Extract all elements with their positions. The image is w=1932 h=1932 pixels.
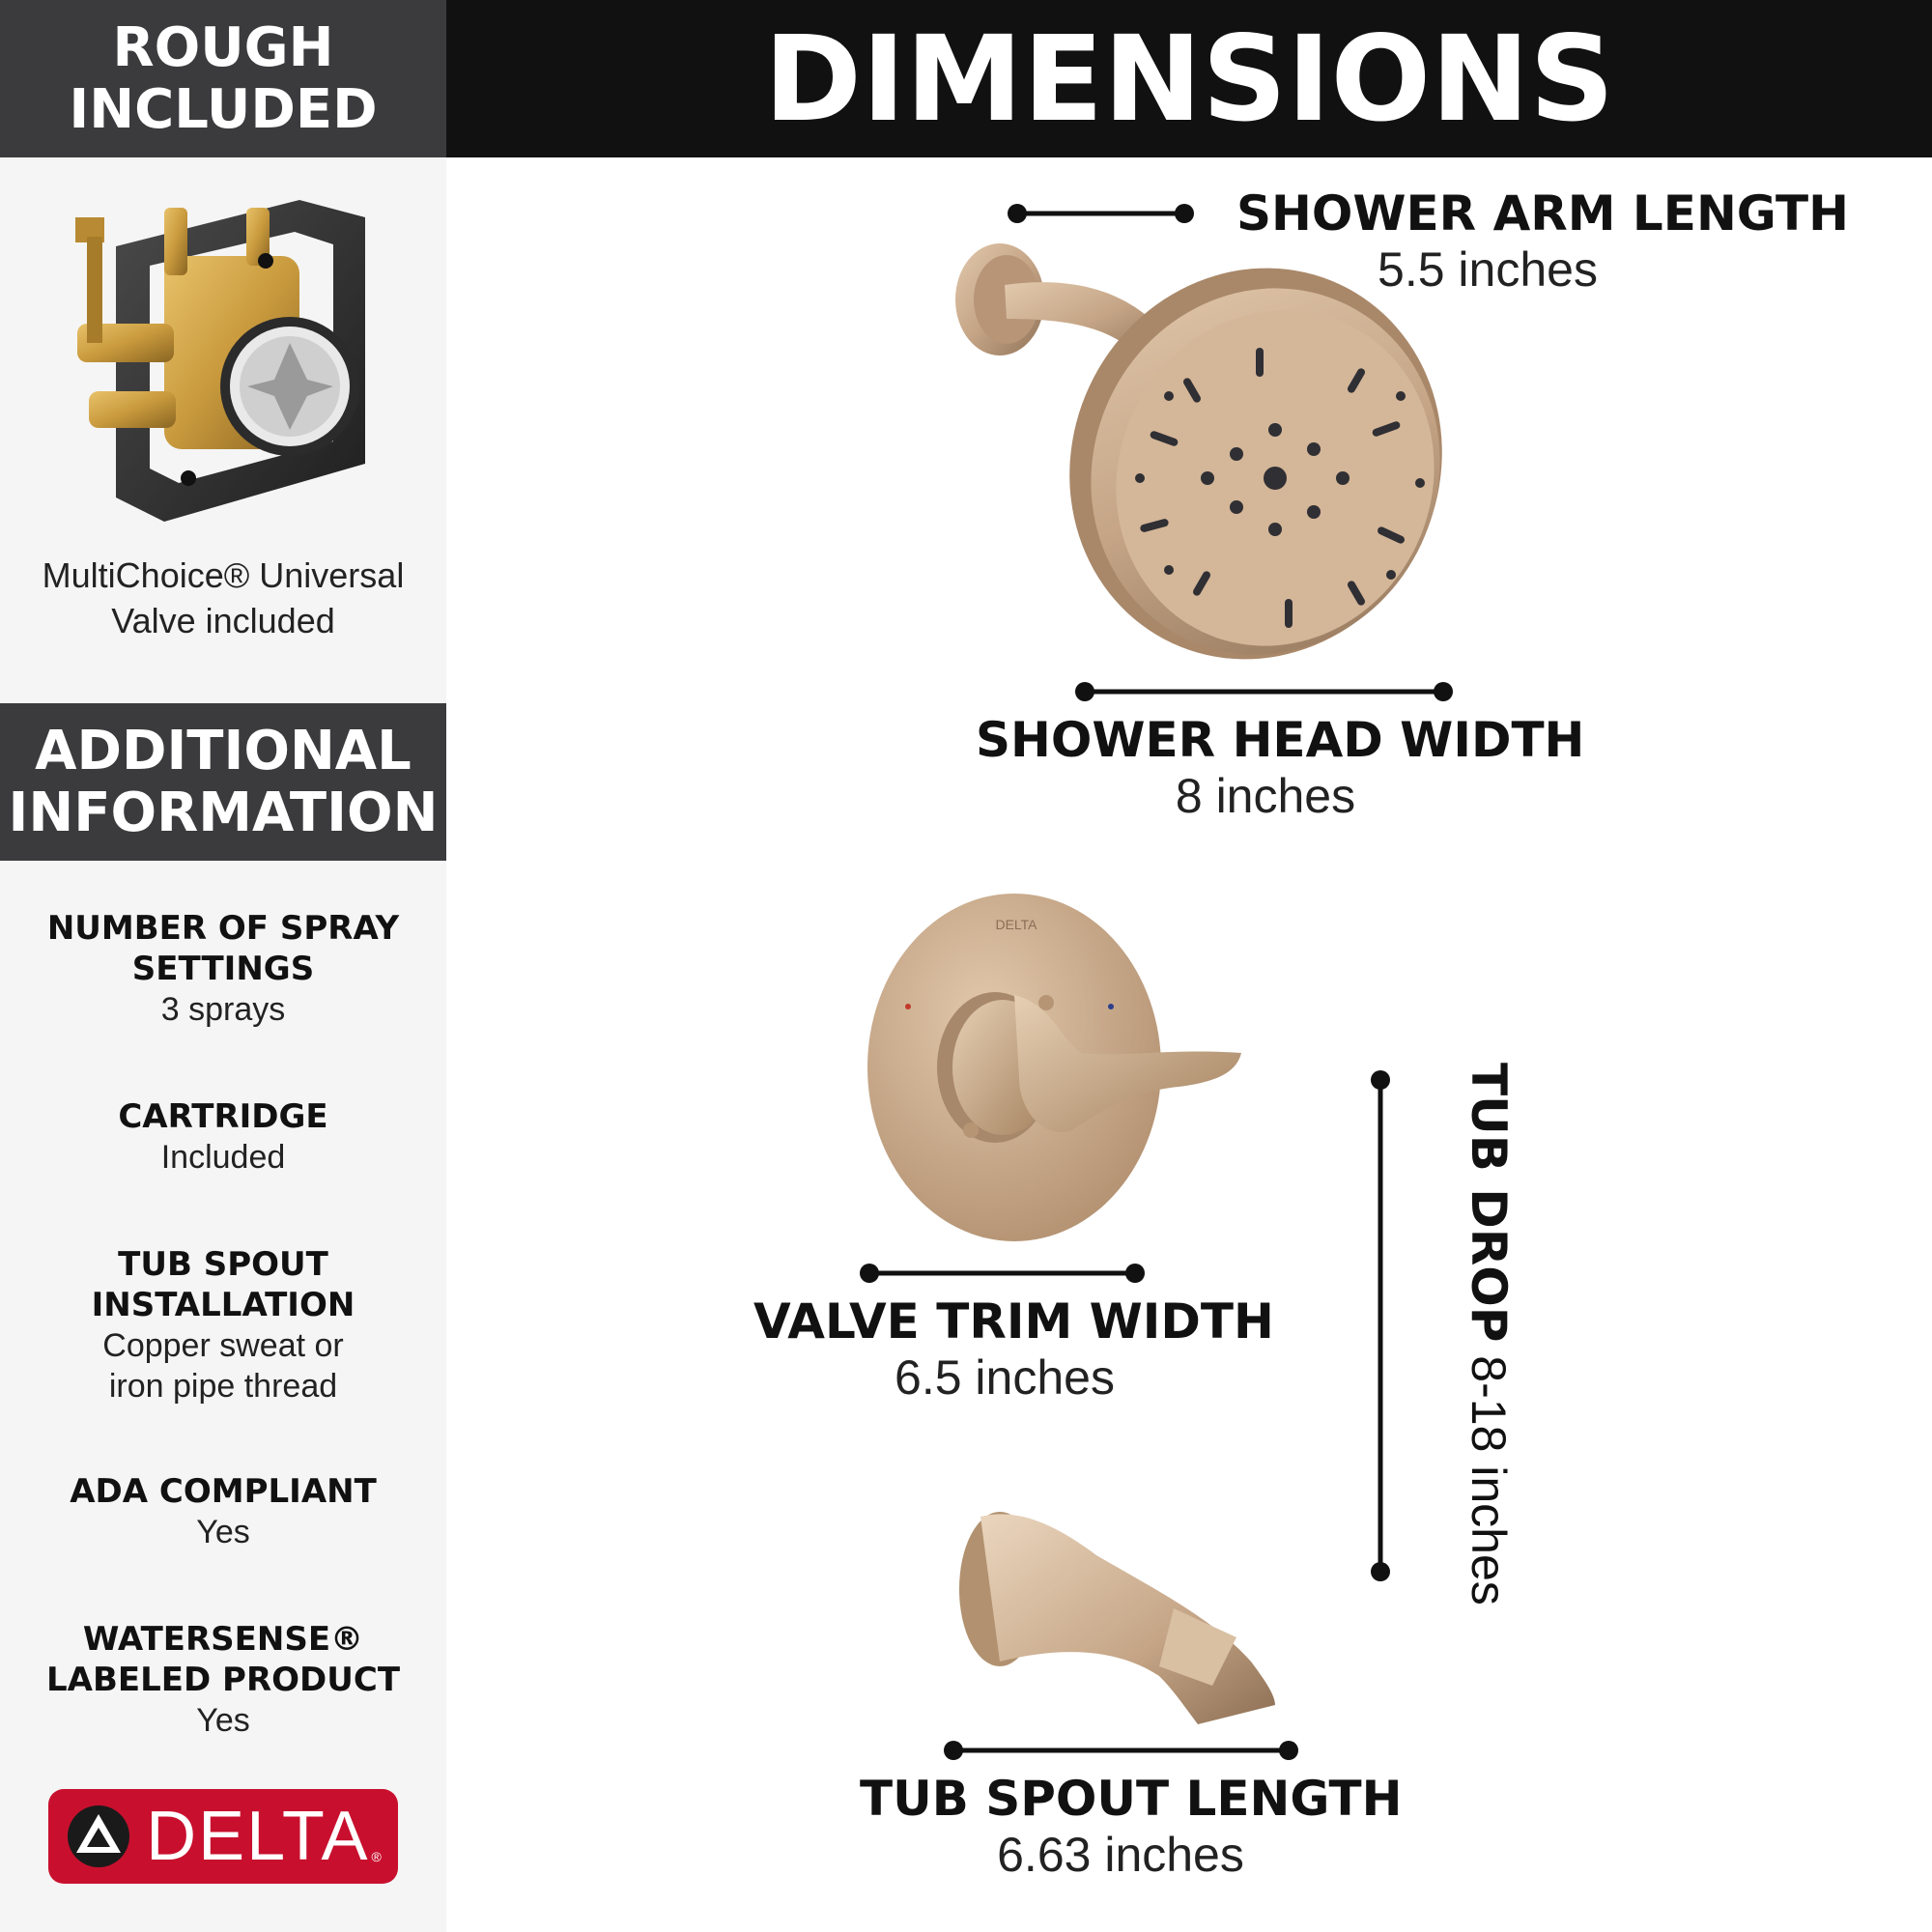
info-label: TUB SPOUT [118,1245,328,1284]
rough-valve-caption: MultiChoice® Universal Valve included [0,553,446,643]
tub-drop-dimension: TUB DROP 8-18 inches [1449,1063,1517,1623]
valve-trim-dimension: VALVE TRIM WIDTH 6.5 inches [753,1293,1274,1406]
shower-head-dimension: SHOWER HEAD WIDTH 8 inches [976,712,1585,824]
info-label: SETTINGS [131,950,315,988]
info-item-cartridge: CARTRIDGE Included [0,1096,446,1178]
additional-title-line2: INFORMATION [8,781,439,844]
delta-triangle-icon [68,1805,130,1867]
rough-included-header: ROUGH INCLUDED [0,0,446,157]
info-item-spray-settings: NUMBER OF SPRAY SETTINGS 3 sprays [0,908,446,1030]
delta-logo-text: DELTA [146,1798,370,1875]
info-label: WATERSENSE® [82,1620,364,1659]
shower-head-value: 8 inches [1175,769,1356,823]
info-label: ADA COMPLIANT [70,1472,377,1511]
info-label: NUMBER OF SPRAY [46,909,400,948]
dimensions-title: DIMENSIONS [446,0,1932,157]
shower-head-label: SHOWER HEAD WIDTH [976,712,1585,768]
rough-caption-line2: Valve included [111,601,335,640]
info-label: CARTRIDGE [118,1097,328,1136]
shower-arm-dimension: SHOWER ARM LENGTH 5.5 inches [1236,185,1849,298]
info-label: INSTALLATION [91,1286,355,1324]
rough-caption-line1: MultiChoice® Universal [42,555,405,595]
info-value: Yes [196,1514,250,1550]
info-value: Included [160,1139,286,1176]
tub-spout-label: TUB SPOUT LENGTH [860,1771,1403,1827]
trim-brand-text: DELTA [995,917,1037,932]
shower-head-image [955,243,1442,660]
delta-logo-reg: ® [371,1849,382,1864]
info-item-tub-spout-installation: TUB SPOUT INSTALLATION Copper sweat or i… [0,1244,446,1406]
tub-spout-dimension: TUB SPOUT LENGTH 6.63 inches [860,1771,1403,1883]
additional-title-line1: ADDITIONAL [35,719,412,782]
additional-info-header: ADDITIONAL INFORMATION [0,703,446,861]
shower-arm-label: SHOWER ARM LENGTH [1236,185,1849,242]
valve-trim-value: 6.5 inches [895,1350,1115,1405]
rough-title-line2: INCLUDED [69,77,378,141]
info-value: iron pipe thread [108,1368,338,1405]
info-value: Yes [196,1702,250,1739]
info-item-ada-compliant: ADA COMPLIANT Yes [0,1471,446,1552]
rough-title-line1: ROUGH [112,15,334,79]
info-value: Copper sweat or [102,1327,344,1364]
rough-valve-image [75,200,365,522]
info-item-watersense: WATERSENSE® LABELED PRODUCT Yes [0,1619,446,1741]
tub-drop-label: TUB DROP [1461,1063,1517,1343]
valve-trim-image: DELTA [867,894,1241,1241]
shower-arm-value: 5.5 inches [1378,242,1598,297]
tub-spout-value: 6.63 inches [997,1828,1244,1882]
valve-trim-label: VALVE TRIM WIDTH [753,1293,1274,1350]
tub-spout-image [959,1512,1275,1724]
info-label: LABELED PRODUCT [45,1661,401,1699]
tub-drop-value: 8-18 inches [1462,1355,1516,1605]
info-value: 3 sprays [160,991,286,1028]
delta-logo: DELTA ® [48,1789,398,1884]
